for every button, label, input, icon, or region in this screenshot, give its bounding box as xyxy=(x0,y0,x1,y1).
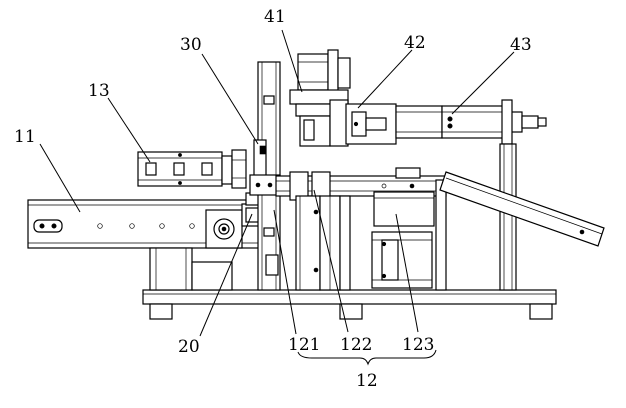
label-121: 121 xyxy=(288,335,320,355)
label-41: 41 xyxy=(264,7,286,27)
cylinder-mount-42 xyxy=(345,103,397,145)
label-122: 122 xyxy=(340,335,372,355)
feeder-13 xyxy=(137,149,247,189)
support-post xyxy=(499,143,517,291)
gearbox xyxy=(149,247,233,291)
label-11: 11 xyxy=(14,127,36,147)
station-121 xyxy=(295,195,321,291)
air-cylinder-43 xyxy=(395,99,547,145)
label-42: 42 xyxy=(404,33,426,53)
motor-41 xyxy=(289,49,351,147)
label-123: 123 xyxy=(402,335,434,355)
label-30: 30 xyxy=(180,35,202,55)
station-122 xyxy=(319,195,341,291)
label-12: 12 xyxy=(356,371,378,391)
frame-column xyxy=(339,179,447,291)
transfer-beam xyxy=(275,171,447,201)
station-123 xyxy=(371,167,435,289)
leader-lines xyxy=(39,29,515,366)
part-labels: 11 13 30 41 42 43 20 121 122 123 12 xyxy=(14,7,532,391)
label-20: 20 xyxy=(178,337,200,357)
label-13: 13 xyxy=(88,81,110,101)
base-plate xyxy=(142,289,557,320)
discharge-chute xyxy=(439,171,605,247)
label-43: 43 xyxy=(510,35,532,55)
